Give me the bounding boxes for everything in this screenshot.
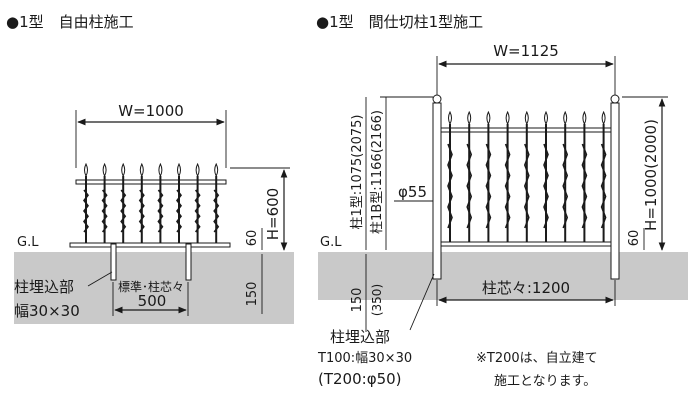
left-picket: [175, 162, 183, 243]
left-gl-label: G.L: [17, 235, 39, 250]
right-dim-350: (350): [370, 284, 384, 316]
left-picket: [120, 162, 127, 243]
right-phi-label: φ55: [398, 183, 427, 201]
left-dim-150: 150: [245, 282, 260, 307]
right-post-left: [432, 102, 442, 280]
right-post-label-1: 柱1型:1075(2075): [350, 115, 365, 230]
right-embed-label: 柱埋込部: [330, 328, 390, 346]
right-embed-t100: T100:幅30×30: [317, 351, 412, 366]
left-picket: [101, 162, 108, 243]
left-pickets: [82, 162, 220, 243]
right-post-label-1b: 柱1B型:1166(2166): [370, 110, 385, 234]
note-line-2: 施工となります。: [494, 374, 596, 389]
right-embed-t200: (T200:φ50): [318, 370, 402, 388]
left-post-1: [110, 243, 117, 281]
right-picket: [447, 110, 453, 242]
left-picket: [82, 162, 90, 243]
left-picket: [194, 162, 201, 243]
left-picket: [213, 162, 220, 243]
right-picket: [485, 110, 492, 242]
left-height-label: H=600: [264, 188, 282, 240]
left-width-label: W=1000: [118, 102, 184, 120]
right-pitch-label: 柱芯々:1200: [482, 279, 570, 297]
left-embed-label: 柱埋込部: [14, 278, 74, 296]
right-picket: [466, 110, 473, 242]
right-bottom-rail: [440, 241, 612, 247]
left-pitch-value: 500: [138, 292, 167, 310]
right-picket: [562, 110, 569, 242]
left-picket: [138, 162, 145, 243]
right-gl-label: G.L: [320, 235, 342, 250]
left-embed-size: 幅30×30: [14, 302, 80, 320]
right-title: ●1型 間仕切柱1型施工: [316, 13, 483, 31]
right-ground: [318, 252, 688, 300]
right-diagram: ●1型 間仕切柱1型施工 G.L W=1125 柱1型:1075(2075) 柱…: [316, 13, 688, 389]
left-post-2: [185, 243, 192, 281]
right-picket: [600, 110, 607, 242]
right-post-cap-left: [432, 94, 442, 104]
right-picket: [543, 110, 549, 242]
right-picket: [504, 110, 511, 242]
left-dim-60: 60: [245, 230, 260, 247]
right-picket: [523, 110, 530, 242]
left-diagram: ●1型 自由柱施工 G.L W=1000 H=600 60 150 柱埋込部 幅…: [6, 13, 294, 324]
right-dim-150: 150: [350, 288, 365, 313]
right-post-right: [610, 102, 620, 280]
right-pickets: [447, 110, 607, 242]
left-embed-leader: [87, 271, 113, 287]
right-width-label: W=1125: [493, 42, 559, 60]
note-line-1: ※T200は、自立建て: [476, 351, 598, 366]
left-top-rail: [75, 179, 227, 185]
left-title: ●1型 自由柱施工: [6, 13, 134, 31]
right-picket: [581, 110, 588, 242]
left-pitch-label: 標準･柱芯々: [118, 279, 184, 294]
right-post-cap-right: [610, 94, 620, 104]
right-dim-60: 60: [627, 230, 642, 247]
left-bottom-rail: [69, 242, 231, 248]
right-embed-leader: [409, 273, 435, 331]
left-picket: [157, 162, 164, 243]
right-height-label: H=1000(2000): [642, 119, 660, 231]
